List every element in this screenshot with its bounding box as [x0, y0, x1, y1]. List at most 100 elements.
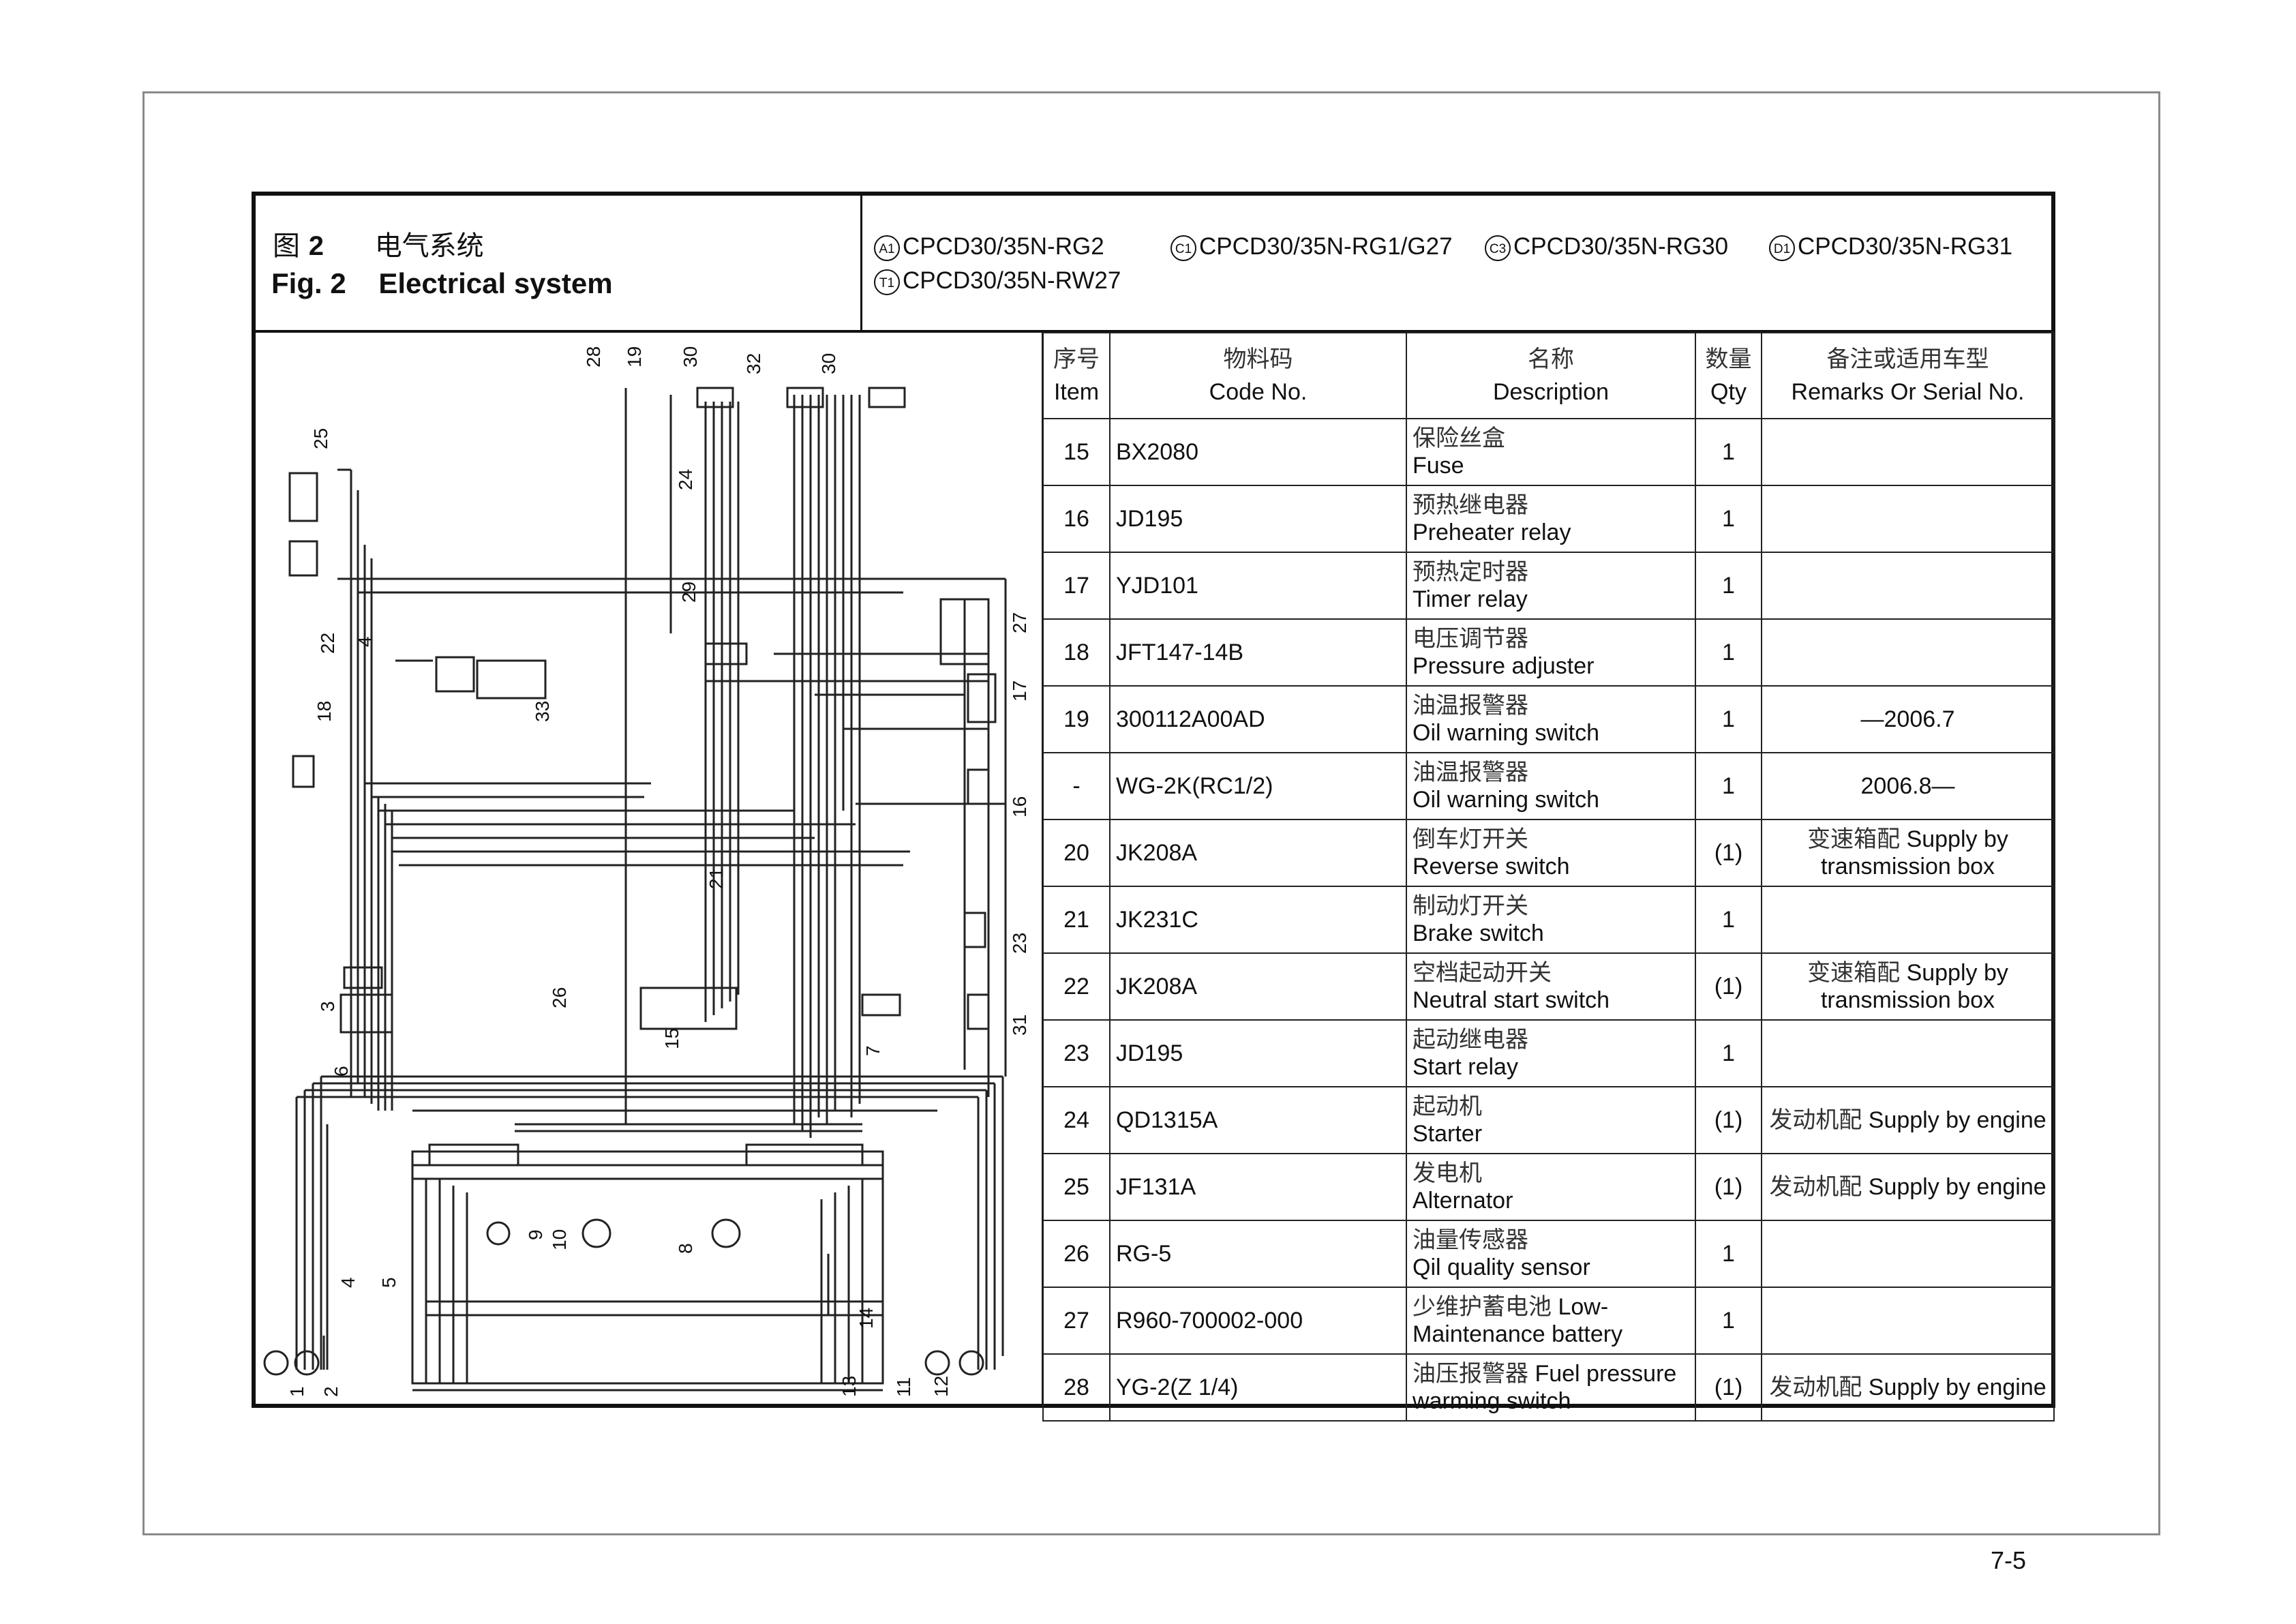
- cell-code: 300112A00AD: [1109, 685, 1407, 753]
- model-badge-icon: D1: [1769, 235, 1795, 261]
- description-en: Neutral start switch: [1413, 987, 1610, 1013]
- header-cn: 物料码: [1223, 346, 1293, 373]
- header-cn: 数量: [1705, 346, 1752, 373]
- header-cn: 名称: [1528, 346, 1574, 373]
- page-number: 7-5: [1991, 1546, 2027, 1574]
- header-en: Description: [1492, 379, 1610, 405]
- item-number: 27: [1063, 1308, 1089, 1334]
- item-number: 15: [1063, 439, 1089, 465]
- remark-cn: 发动机配: [1769, 1374, 1862, 1401]
- cell-item: 22: [1042, 952, 1111, 1021]
- qty-value: 1: [1722, 1308, 1735, 1334]
- description-en: Starter: [1413, 1121, 1483, 1147]
- code-number: 300112A00AD: [1116, 706, 1265, 732]
- description-cn: 油温报警器: [1413, 692, 1528, 719]
- cell-item: 15: [1042, 418, 1111, 486]
- item-number: -: [1072, 773, 1081, 799]
- cell-qty: 1: [1695, 618, 1762, 687]
- cell-remarks: [1761, 1220, 2055, 1288]
- cell-description: 油压报警器 Fuel pressure warming switch: [1406, 1353, 1696, 1422]
- table-row: 27 R960-700002-000 少维护蓄电池 Low-Maintenance …: [1042, 1287, 2055, 1355]
- svg-text:17: 17: [1009, 680, 1030, 702]
- model-badge-icon: C1: [1170, 235, 1196, 261]
- cell-remarks: [1761, 485, 2055, 553]
- header-divider: [860, 192, 862, 332]
- cell-remarks: [1761, 1019, 2055, 1087]
- description-en: Oil warning switch: [1413, 720, 1599, 746]
- qty-value: 1: [1722, 1241, 1735, 1267]
- figure-cn-label: 图: [273, 230, 300, 262]
- cell-code: JK231C: [1109, 886, 1407, 954]
- svg-text:32: 32: [743, 353, 764, 374]
- wiring-diagram: 28 19 30 32 30 25 24 29 27 22 4 33 18 17…: [263, 346, 1030, 1397]
- cell-code: JF131A: [1109, 1153, 1407, 1221]
- svg-text:13: 13: [839, 1376, 860, 1397]
- cell-remarks: —2006.7: [1761, 685, 2055, 753]
- description-en: Qil quality sensor: [1413, 1254, 1590, 1280]
- cell-item: 17: [1042, 552, 1111, 620]
- remark-cn: 发动机配: [1769, 1173, 1862, 1201]
- description-en: Brake switch: [1413, 920, 1544, 946]
- svg-text:30: 30: [680, 346, 701, 367]
- svg-text:25: 25: [310, 428, 331, 449]
- svg-text:1: 1: [286, 1386, 307, 1397]
- svg-text:2: 2: [320, 1386, 342, 1397]
- svg-text:19: 19: [624, 346, 645, 367]
- code-number: JK231C: [1116, 907, 1198, 933]
- cell-remarks: 发动机配 Supply by engine: [1761, 1353, 2055, 1422]
- cell-description: 少维护蓄电池 Low-Maintenance battery: [1406, 1287, 1696, 1355]
- page-frame: [142, 91, 2160, 1535]
- cell-code: RG-5: [1109, 1220, 1407, 1288]
- item-number: 17: [1063, 573, 1089, 599]
- description-text: 油压报警器 Fuel pressure warming switch: [1413, 1360, 1689, 1415]
- cell-item: -: [1042, 752, 1111, 820]
- description-cn: 空档起动开关: [1413, 959, 1552, 987]
- cell-code: JD195: [1109, 1019, 1407, 1087]
- cell-code: JK208A: [1109, 819, 1407, 887]
- svg-text:29: 29: [678, 582, 699, 603]
- cell-code: YG-2(Z 1/4): [1109, 1353, 1407, 1422]
- cell-remarks: 发动机配 Supply by engine: [1761, 1153, 2055, 1221]
- code-number: R960-700002-000: [1116, 1308, 1303, 1334]
- svg-text:27: 27: [1009, 612, 1030, 633]
- description-cn: 倒车灯开关: [1413, 826, 1528, 853]
- model-name: CPCD30/35N-RG2: [903, 233, 1104, 260]
- qty-value: (1): [1714, 1374, 1743, 1400]
- svg-text:9: 9: [525, 1229, 546, 1240]
- cell-qty: 1: [1695, 1220, 1762, 1288]
- svg-text:24: 24: [675, 469, 696, 490]
- cell-item: 21: [1042, 886, 1111, 954]
- cell-remarks: 发动机配 Supply by engine: [1761, 1086, 2055, 1154]
- remark-en: 2006.8—: [1860, 773, 1955, 799]
- remark-en: Supply by transmission box: [1820, 960, 2008, 1013]
- svg-text:6: 6: [331, 1066, 352, 1077]
- cell-qty: (1): [1695, 1153, 1762, 1221]
- code-number: YJD101: [1116, 573, 1198, 599]
- qty-value: 1: [1722, 706, 1735, 732]
- code-number: YG-2(Z 1/4): [1116, 1374, 1239, 1400]
- remark-en: Supply by engine: [1868, 1174, 2046, 1200]
- svg-text:23: 23: [1009, 933, 1030, 954]
- remark-cn: 变速箱配: [1807, 826, 1901, 853]
- header-en: Remarks Or Serial No.: [1791, 379, 2025, 405]
- description-cn: 油量传感器: [1413, 1227, 1528, 1254]
- svg-text:31: 31: [1009, 1014, 1030, 1036]
- item-number: 21: [1063, 907, 1089, 933]
- code-number: JK208A: [1116, 974, 1198, 999]
- svg-text:15: 15: [661, 1028, 682, 1049]
- figure-en-title: Electrical system: [378, 267, 613, 299]
